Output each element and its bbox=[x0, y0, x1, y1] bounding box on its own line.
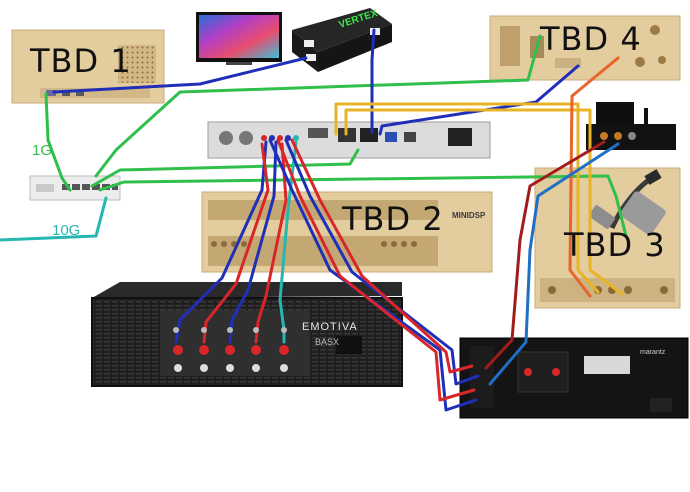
cable-blue-hdmi-processor bbox=[370, 28, 376, 134]
cable-green-switch-tbd3 bbox=[98, 174, 628, 238]
tbd4-label: TBD 4 bbox=[540, 20, 642, 58]
tbd1-label: TBD 1 bbox=[30, 42, 132, 80]
link-10g-label: 10G bbox=[52, 222, 81, 239]
marantz-brand-text: marantz bbox=[640, 349, 666, 356]
marantz-amplifier-device: marantz bbox=[459, 337, 689, 419]
tbd3-label: TBD 3 bbox=[564, 226, 666, 264]
emotiva-brand-text: EMOTIVA bbox=[302, 321, 358, 333]
hdmi-switch-device: VERTEX bbox=[292, 8, 392, 72]
svg-text:BASX: BASX bbox=[315, 337, 339, 347]
cable-yellow-2 bbox=[344, 108, 624, 296]
cable-cyan-10g bbox=[0, 196, 108, 242]
minidsp-brand-text: MINIDSP bbox=[452, 211, 486, 220]
cable-blue-receiver-marantz bbox=[488, 142, 620, 386]
link-1g-label: 1G bbox=[32, 142, 53, 159]
tbd2-label: TBD 2 bbox=[342, 200, 444, 238]
cable-blue-tbd4-processor bbox=[378, 64, 580, 136]
cable-green-switch-processor bbox=[90, 148, 360, 188]
emotiva-amplifier-device: EMOTIVA BASX bbox=[91, 282, 403, 387]
cable-marantz-red-2 bbox=[290, 138, 474, 374]
cable-darkred-receiver-marantz bbox=[484, 140, 606, 370]
tbd2-device: MINIDSP bbox=[201, 191, 493, 273]
cable-blue-tbd1-hdmi bbox=[52, 56, 308, 94]
cable-ch1-blue bbox=[174, 140, 268, 344]
cable-green-tbd4-switch bbox=[94, 34, 542, 178]
bluetooth-receiver-device bbox=[586, 102, 676, 150]
cable-green-tbd1-switch bbox=[44, 92, 72, 192]
tv-device bbox=[196, 12, 282, 65]
tbd4-device bbox=[489, 15, 681, 81]
cable-orange-tbd4-tbd3 bbox=[568, 56, 620, 298]
cable-marantz-red-1 bbox=[276, 138, 476, 402]
processor-device bbox=[207, 121, 491, 159]
cable-yellow-processor-tbd3 bbox=[334, 102, 600, 294]
emotiva-posts bbox=[173, 327, 287, 333]
